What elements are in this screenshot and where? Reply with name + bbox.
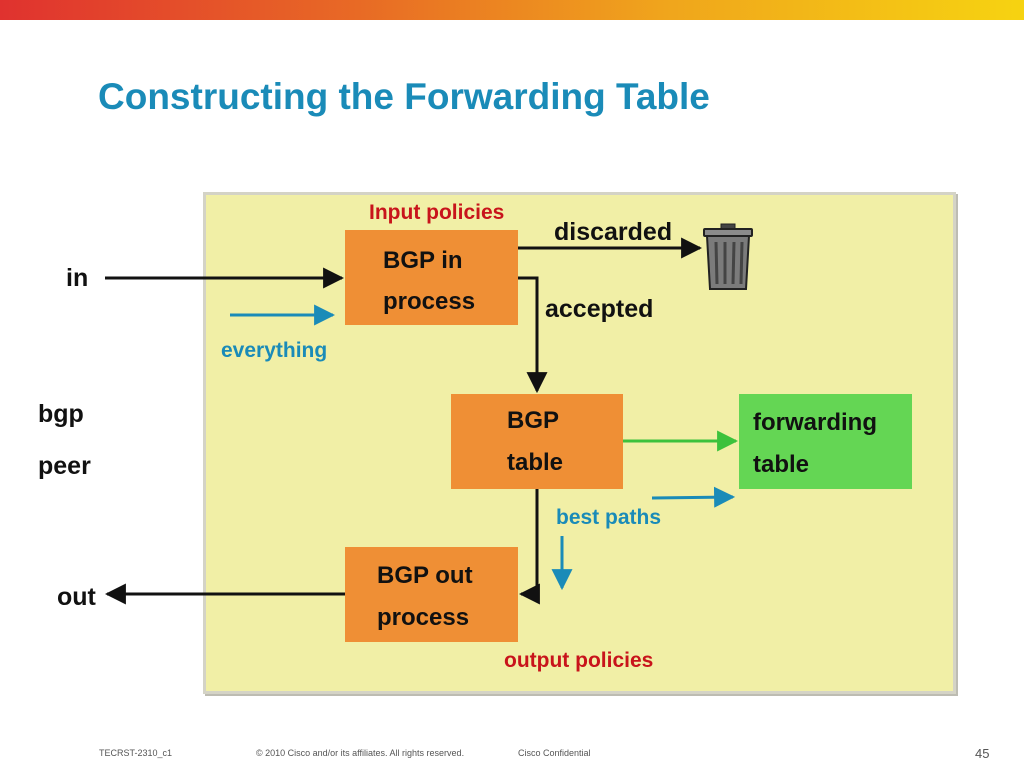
output-policies-label: output policies (504, 649, 654, 672)
forwarding-table-box: forwarding table (739, 394, 912, 489)
peer-label: peer (38, 452, 91, 480)
bgp-table-box: BGP table (451, 394, 623, 489)
forwarding-table-line2: table (753, 451, 810, 478)
slide-title: Constructing the Forwarding Table (98, 76, 710, 117)
top-gradient-bar (0, 0, 1024, 20)
bgp-out-line1: BGP out (377, 562, 473, 589)
bgp-in-line2: process (383, 288, 476, 315)
everything-label: everything (221, 339, 328, 362)
bgp-in-line1: BGP in (383, 247, 463, 274)
bgp-table-line2: table (507, 449, 564, 476)
bgp-out-line2: process (377, 604, 470, 631)
bgp-out-process-box: BGP out process (345, 547, 518, 642)
footer-confidential: Cisco Confidential (518, 748, 591, 758)
table-to-out-arrow (518, 489, 540, 605)
bgp-label: bgp (38, 400, 84, 428)
footer-copyright: © 2010 Cisco and/or its affiliates. All … (256, 748, 465, 758)
bgp-table-line1: BGP (507, 407, 560, 434)
best-paths-blue-arrow (651, 486, 736, 508)
in-label: in (66, 264, 89, 292)
best-paths-label: best paths (556, 506, 662, 529)
footer-course-code: TECRST-2310_c1 (99, 748, 173, 758)
input-policies-label: Input policies (369, 201, 505, 224)
page-number: 45 (975, 746, 990, 761)
forwarding-table-line1: forwarding (753, 409, 877, 436)
out-label: out (57, 583, 96, 611)
accepted-label: accepted (545, 295, 654, 323)
bgp-in-process-box: BGP in process (345, 230, 518, 325)
accepted-arrow (518, 276, 548, 394)
trash-can-icon (703, 223, 753, 290)
discarded-label: discarded (554, 218, 673, 246)
